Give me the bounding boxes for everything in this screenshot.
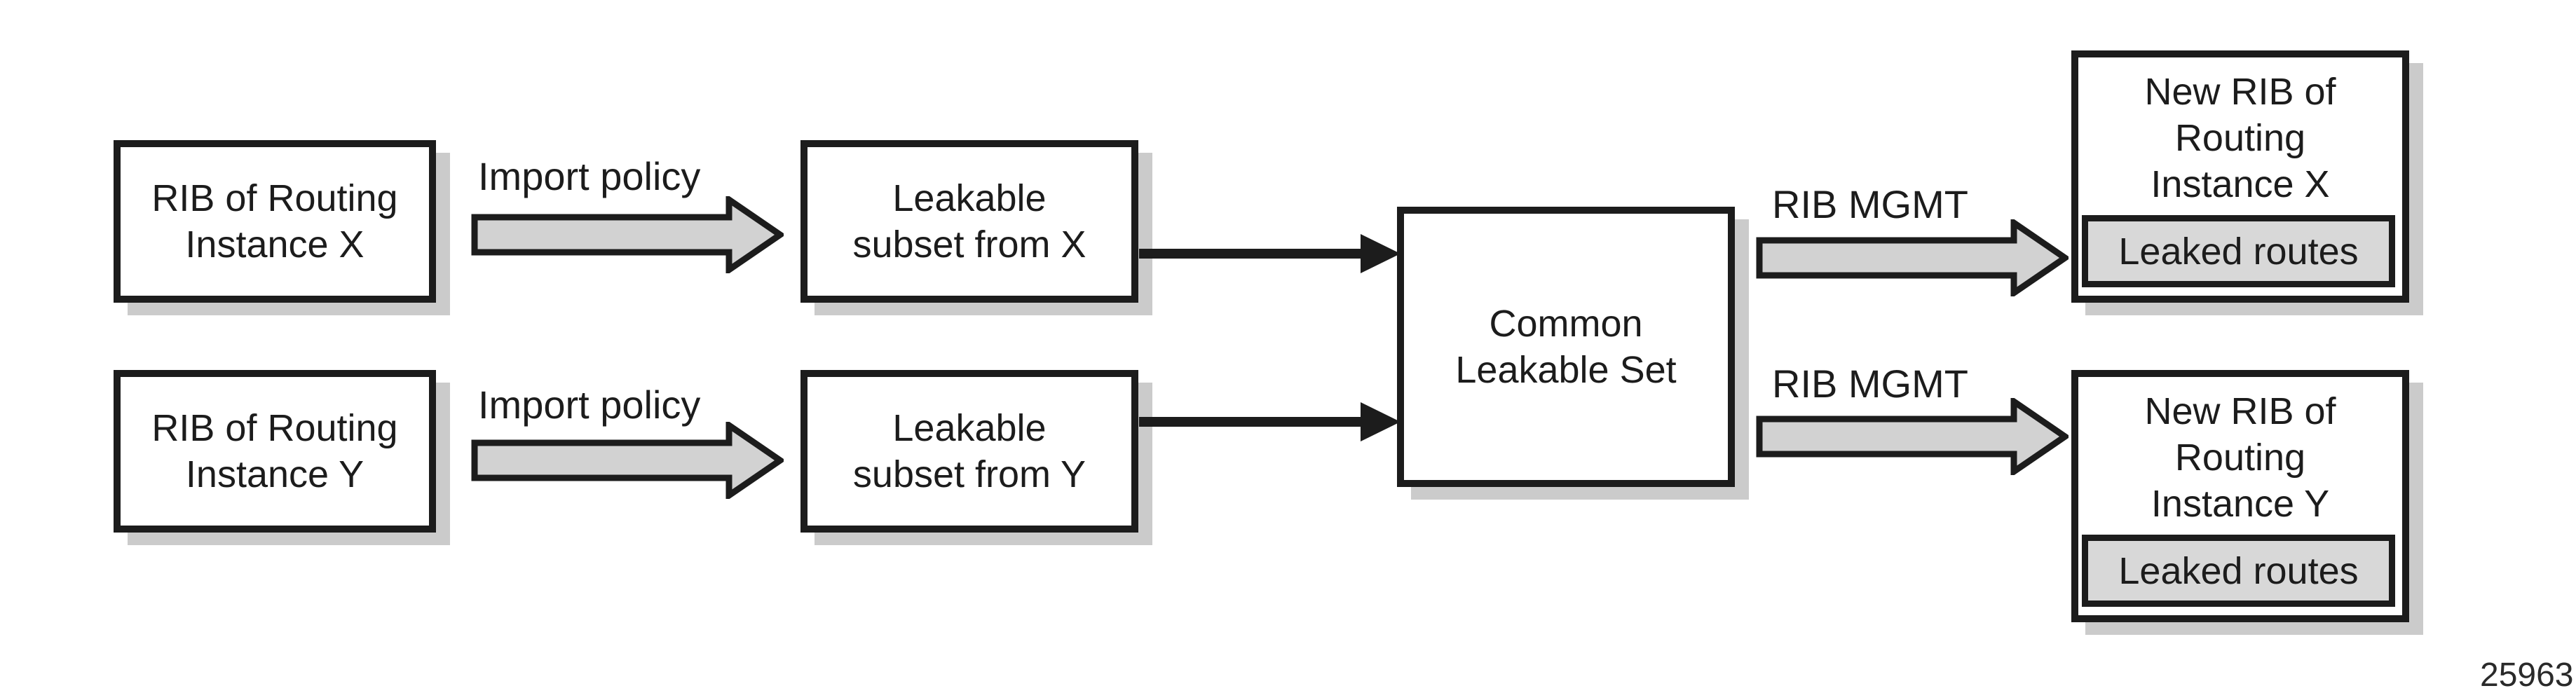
box-rib-of-routing-instance-y: RIB of Routing Instance Y (114, 370, 436, 533)
box-label-line: RIB of Routing (151, 407, 398, 449)
box-label-line: Common (1489, 303, 1643, 345)
box-leakable-subset-from-x: Leakable subset from X (800, 140, 1138, 303)
box-label-line: Instance Y (2151, 483, 2330, 525)
box-label-line: Leakable (892, 177, 1047, 219)
rib-mgmt-arrow-icon (1756, 219, 2069, 296)
rib-mgmt-label-y: RIB MGMT (1772, 362, 1968, 406)
flow-arrow-icon (1139, 234, 1401, 273)
box-label-line: Instance Y (185, 453, 364, 495)
box-label-line: Instance X (185, 224, 364, 266)
box-label-line: Routing (2174, 437, 2306, 479)
box-label-line: Leaked routes (2118, 230, 2359, 273)
box-leakable-subset-from-y: Leakable subset from Y (800, 370, 1138, 533)
box-label-line: New RIB of (2144, 71, 2336, 113)
import-policy-label-y: Import policy (478, 383, 701, 427)
box-label-line: Leakable Set (1455, 349, 1677, 391)
box-leaked-routes-y: Leaked routes (2082, 535, 2395, 607)
box-leaked-routes-x: Leaked routes (2082, 215, 2395, 287)
box-label-line: Routing (2174, 117, 2306, 159)
box-label-line: RIB of Routing (151, 177, 398, 219)
box-label-line: Instance X (2151, 163, 2330, 205)
import-policy-label-x: Import policy (478, 154, 701, 198)
flow-arrow-icon (1139, 402, 1401, 441)
box-label-line: Leaked routes (2118, 549, 2359, 592)
box-label-line: Leakable (892, 407, 1047, 449)
box-label-line: subset from X (852, 224, 1086, 266)
import-policy-arrow-icon (471, 196, 784, 273)
figure-number: 25963 (2480, 657, 2574, 693)
box-common-leakable-set: Common Leakable Set (1397, 207, 1735, 487)
rib-mgmt-label-x: RIB MGMT (1772, 182, 1968, 226)
box-label-line: New RIB of (2144, 390, 2336, 432)
box-rib-of-routing-instance-x: RIB of Routing Instance X (114, 140, 436, 303)
box-label-line: subset from Y (852, 453, 1086, 495)
rib-mgmt-arrow-icon (1756, 398, 2069, 475)
import-policy-arrow-icon (471, 422, 784, 499)
